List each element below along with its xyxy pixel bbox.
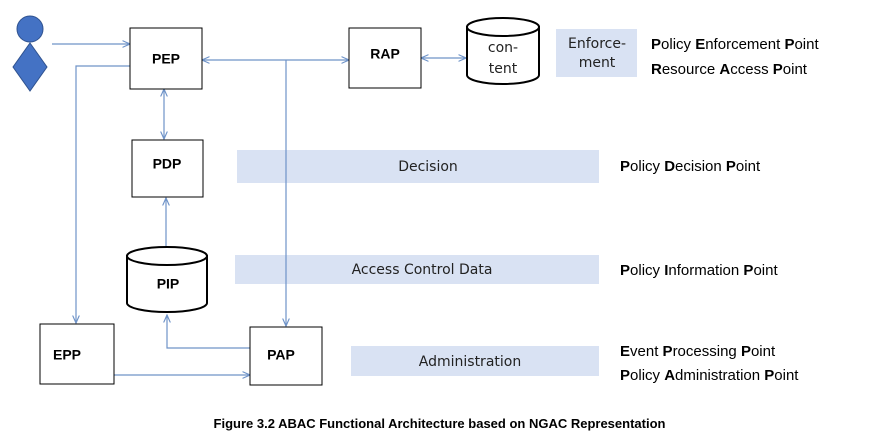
legend-pdp: Policy Decision Point (620, 158, 761, 175)
content-label-top: con- (488, 40, 518, 56)
rap-box: RAP (348, 27, 422, 89)
user-icon (12, 15, 48, 92)
epp-label: EPP (53, 347, 81, 363)
enforcement-label-top: Enforce- (568, 36, 626, 52)
decision-band (237, 150, 599, 183)
pep-label: PEP (152, 51, 180, 67)
pep-to-epp-arrow (76, 65, 130, 323)
enforcement-label-bottom: ment (579, 55, 616, 71)
content-label-bottom: tent (489, 61, 518, 77)
legend-pap: Policy Administration Point (620, 367, 799, 384)
pep-box: PEP (129, 27, 203, 90)
access-control-data-label: Access Control Data (352, 262, 493, 278)
pip-label: PIP (157, 276, 180, 292)
administration-label: Administration (419, 354, 521, 370)
pap-label: PAP (267, 347, 295, 363)
pdp-label: PDP (153, 156, 182, 172)
legend-pip: Policy Information Point (620, 262, 778, 279)
enforcement-band (556, 29, 637, 77)
pip-cylinder: PIP (126, 246, 208, 313)
administration-band (351, 346, 599, 376)
epp-box: EPP (39, 323, 115, 385)
rap-label: RAP (370, 46, 400, 62)
access-control-data-band (235, 255, 599, 284)
decision-label: Decision (398, 159, 458, 175)
pdp-box: PDP (131, 139, 204, 198)
abac-architecture-diagram: PEP RAP PDP EPP PAP PIP con- tent Enforc… (12, 15, 819, 386)
content-cylinder: con- tent (466, 17, 540, 85)
legend-rap: Resource Access Point (651, 61, 808, 78)
legend-epp: Event Processing Point (620, 343, 776, 360)
figure-caption: Figure 3.2 ABAC Functional Architecture … (213, 416, 666, 431)
pap-to-pip-arrow (167, 315, 250, 349)
legend-pep: Policy Enforcement Point (651, 36, 819, 53)
pap-box: PAP (249, 326, 323, 386)
